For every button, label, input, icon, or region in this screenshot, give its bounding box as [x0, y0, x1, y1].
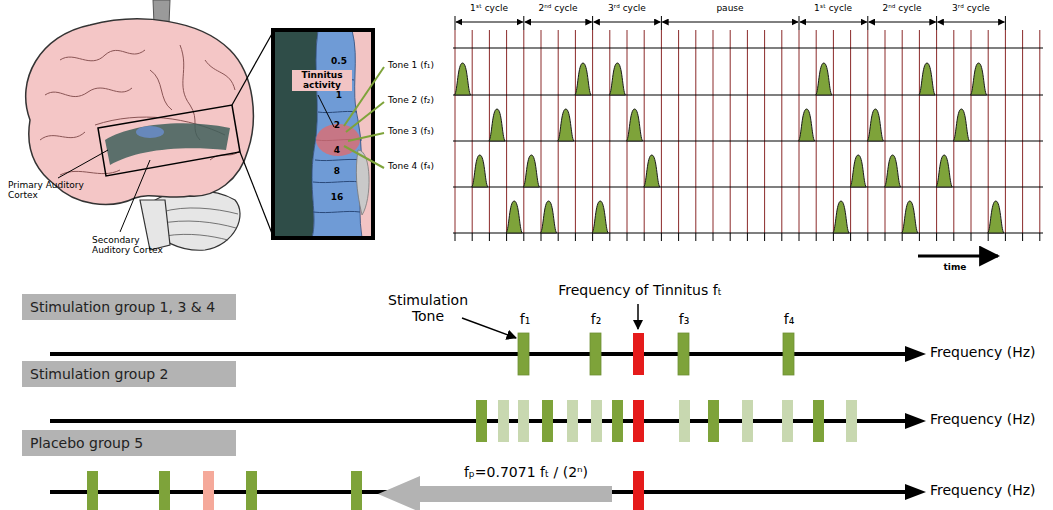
zoom-box — [273, 30, 373, 238]
group-label: Stimulation group 1, 3 & 4 — [30, 299, 228, 315]
cycle-label: 3ʳᵈ cycle — [937, 3, 1005, 13]
region-label: Tinnitus activity — [292, 70, 352, 91]
auditory-cortex — [105, 123, 230, 165]
timing-chart — [453, 16, 1043, 241]
group-band: Stimulation group 2 — [22, 361, 236, 387]
tone-label: Tone 4 (f₄) — [388, 161, 454, 171]
axis-label: Frequency (Hz) — [930, 344, 1050, 360]
annotation: Frequency of Tinnitus fₜ — [540, 282, 740, 298]
axis-label: time — [930, 262, 980, 272]
cycle-label: pause — [680, 3, 780, 13]
band-number: 1 — [322, 90, 356, 100]
zoom-frame — [98, 105, 240, 176]
tone-label: Tone 2 (f₂) — [388, 95, 454, 105]
cycle-label: 2ⁿᵈ cycle — [524, 3, 592, 13]
band-number: 2 — [320, 120, 354, 130]
cycle-label: 1ˢᵗ cycle — [799, 3, 867, 13]
cycle-label: 2ⁿᵈ cycle — [868, 3, 936, 13]
group-band: Stimulation group 1, 3 & 4 — [22, 294, 236, 320]
shift-arrow — [378, 476, 612, 510]
annotation: Stimulation Tone — [388, 292, 468, 324]
group-band: Placebo group 5 — [22, 430, 236, 456]
tone-name: f₄ — [776, 311, 802, 327]
tone-label: Tone 3 (f₃) — [388, 126, 454, 136]
tone-label: Tone 1 (f₁) — [388, 60, 454, 70]
axis-label: Frequency (Hz) — [930, 482, 1050, 498]
cycle-label: 1ˢᵗ cycle — [455, 3, 523, 13]
cycle-label: 3ʳᵈ cycle — [593, 3, 661, 13]
formula: fₚ=0.7071 fₜ / (2ⁿ) — [436, 464, 616, 480]
band-number: 0.5 — [322, 56, 356, 66]
tone-name: f₂ — [583, 311, 609, 327]
band-number: 8 — [320, 166, 354, 176]
tone-name: f₃ — [671, 311, 697, 327]
cortex-label: Secondary Auditory Cortex — [92, 235, 172, 256]
group-label: Placebo group 5 — [30, 435, 228, 451]
band-number: 4 — [320, 145, 354, 155]
tone-name: f₁ — [512, 311, 538, 327]
group-label: Stimulation group 2 — [30, 366, 228, 382]
band-number: 16 — [320, 192, 354, 202]
brainstem — [140, 200, 170, 250]
axis-label: Frequency (Hz) — [930, 411, 1050, 427]
brain — [26, 19, 254, 204]
cortex-label: Primary Auditory Cortex — [8, 180, 86, 201]
